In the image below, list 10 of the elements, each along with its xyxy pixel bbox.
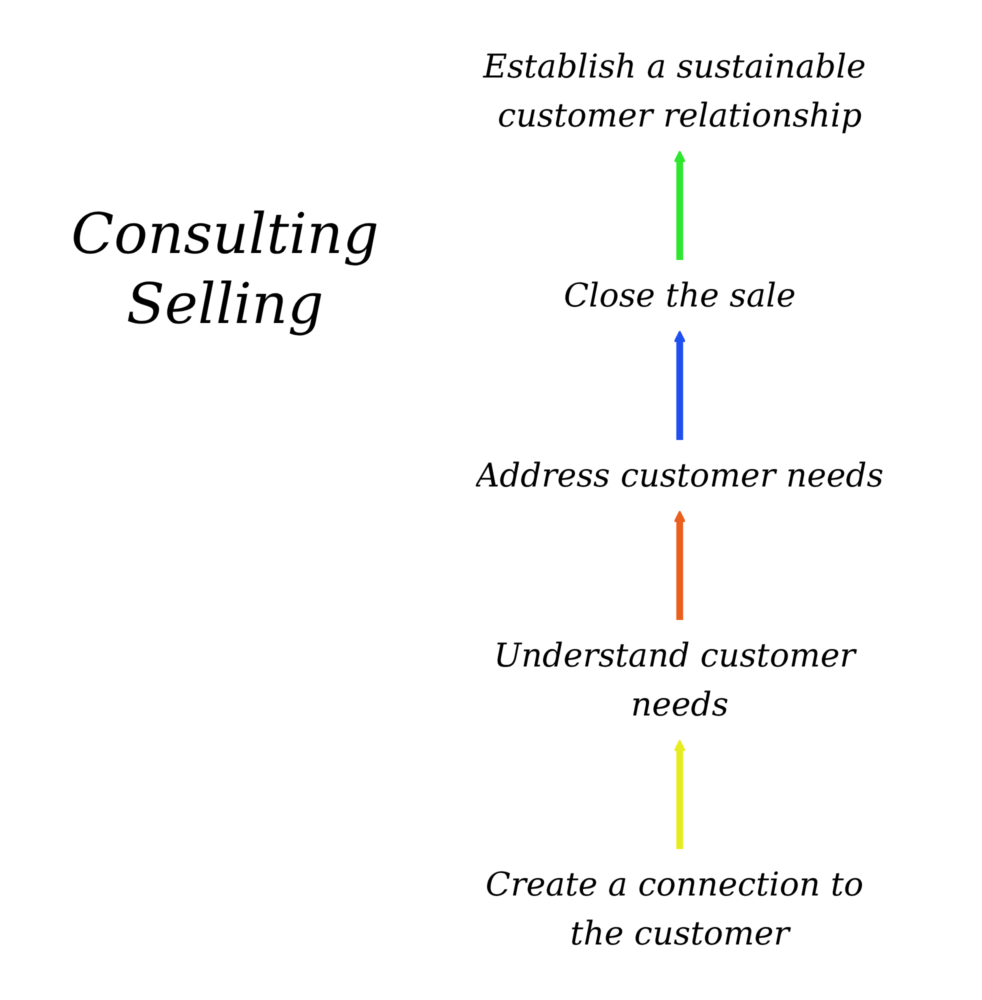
arrow <box>674 739 686 850</box>
arrow <box>674 510 686 620</box>
diagram-title: Consulting Selling <box>70 201 380 339</box>
node-text: Address customer needs <box>476 456 884 495</box>
arrow <box>674 150 686 260</box>
node-text: Create a connection to the customer <box>486 865 864 953</box>
node-text: Establish a sustainable customer relationship <box>483 47 866 135</box>
node-text: Understand customer needs <box>494 636 856 724</box>
arrow <box>674 330 686 440</box>
node-text: Close the sale <box>564 276 796 315</box>
